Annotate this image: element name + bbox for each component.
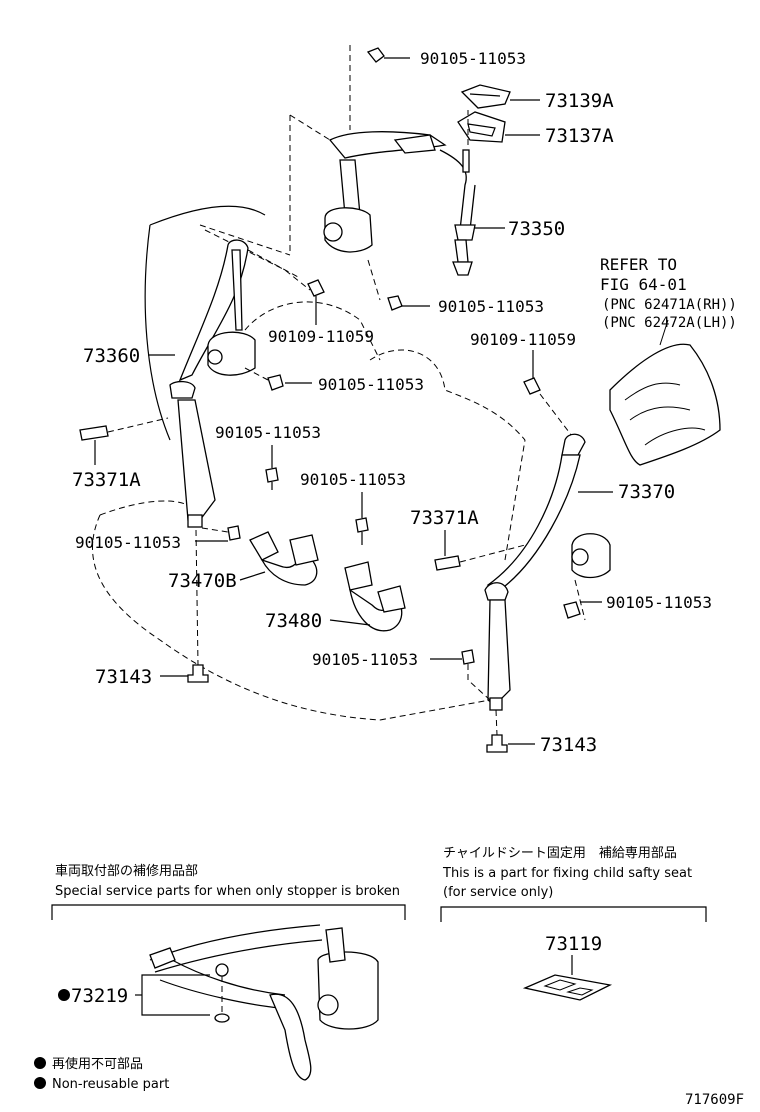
label-73119: 73119 bbox=[545, 933, 602, 955]
right-belt-assembly bbox=[484, 433, 613, 711]
label-73137A: 73137A bbox=[545, 125, 614, 147]
label-73143-left: 73143 bbox=[95, 666, 152, 688]
anchor-73143-icon bbox=[160, 529, 209, 683]
bolt-icon bbox=[523, 350, 576, 441]
bolt-icon bbox=[430, 649, 491, 701]
left-belt-assembly bbox=[148, 239, 301, 528]
non-reusable-icon bbox=[58, 989, 70, 1001]
buckle-73470B-icon bbox=[239, 531, 319, 586]
label-73350: 73350 bbox=[508, 218, 565, 240]
bolt-icon bbox=[355, 492, 369, 545]
label-90105-11053-lowleft: 90105-11053 bbox=[75, 533, 181, 552]
label-90105-11053-right: 90105-11053 bbox=[606, 593, 712, 612]
refer-line4: (PNC 62472A(LH)) bbox=[602, 315, 737, 331]
anchor-73143-icon bbox=[486, 709, 535, 753]
bolt-icon bbox=[307, 279, 325, 325]
upper-belt-assembly bbox=[323, 110, 505, 276]
bracket-line bbox=[440, 906, 707, 922]
service-right-en1: This is a part for fixing child safty se… bbox=[442, 866, 692, 881]
label-73139A: 73139A bbox=[545, 90, 614, 112]
body-outline bbox=[92, 45, 526, 721]
label-73371A-left: 73371A bbox=[72, 469, 141, 491]
legend-en: Non-reusable part bbox=[52, 1077, 169, 1092]
bolt-icon bbox=[563, 579, 602, 621]
buckle-73480-icon bbox=[329, 561, 406, 632]
label-90105-11053-buckle2: 90105-11053 bbox=[300, 470, 406, 489]
plate-73119-icon bbox=[522, 955, 613, 1001]
label-73470B: 73470B bbox=[168, 570, 237, 592]
label-90105-11053-buckle: 90105-11053 bbox=[215, 423, 321, 442]
bolt-icon bbox=[367, 259, 430, 311]
bolt-icon bbox=[244, 367, 312, 391]
service-left-jp: 車両取付部の補修用品部 bbox=[55, 864, 198, 879]
label-73143-right: 73143 bbox=[540, 734, 597, 756]
figure-id: 717609F bbox=[685, 1092, 744, 1108]
label-73480: 73480 bbox=[265, 610, 322, 632]
label-90105-11053-bottom: 90105-11053 bbox=[312, 650, 418, 669]
cover-73139A-icon bbox=[460, 84, 540, 109]
label-90109-11059-left: 90109-11059 bbox=[268, 327, 374, 346]
service-right-en2: (for service only) bbox=[443, 885, 553, 900]
label-90105-11053-top: 90105-11053 bbox=[420, 49, 526, 68]
stopper-assembly-icon bbox=[135, 924, 379, 1081]
legend-jp: 再使用不可部品 bbox=[52, 1056, 143, 1072]
refer-line1: REFER TO bbox=[600, 255, 677, 274]
service-right-jp: チャイルドシート固定用 補給専用部品 bbox=[443, 846, 677, 861]
refer-line3: (PNC 62471A(RH)) bbox=[602, 297, 737, 313]
bolt-icon bbox=[195, 525, 241, 542]
label-73219: 73219 bbox=[71, 985, 128, 1007]
clip-73371A-icon bbox=[79, 417, 169, 465]
label-73371A-right: 73371A bbox=[410, 507, 479, 529]
label-73370: 73370 bbox=[618, 481, 675, 503]
label-73360: 73360 bbox=[83, 345, 140, 367]
side-trim-icon bbox=[609, 319, 721, 466]
label-90109-11059-right: 90109-11059 bbox=[470, 330, 576, 349]
refer-line2: FIG 64-01 bbox=[600, 275, 687, 294]
non-reusable-icon bbox=[34, 1077, 46, 1089]
service-left-en: Special service parts for when only stop… bbox=[55, 884, 400, 899]
clip-73371A-icon bbox=[434, 530, 526, 571]
cover-73137A-icon bbox=[457, 111, 540, 143]
non-reusable-icon bbox=[34, 1057, 46, 1069]
bolt-icon bbox=[265, 445, 279, 490]
label-90105-11053-left: 90105-11053 bbox=[318, 375, 424, 394]
bolt-icon bbox=[366, 47, 410, 63]
label-90105-11053-mid: 90105-11053 bbox=[438, 297, 544, 316]
bracket-line bbox=[51, 904, 406, 920]
